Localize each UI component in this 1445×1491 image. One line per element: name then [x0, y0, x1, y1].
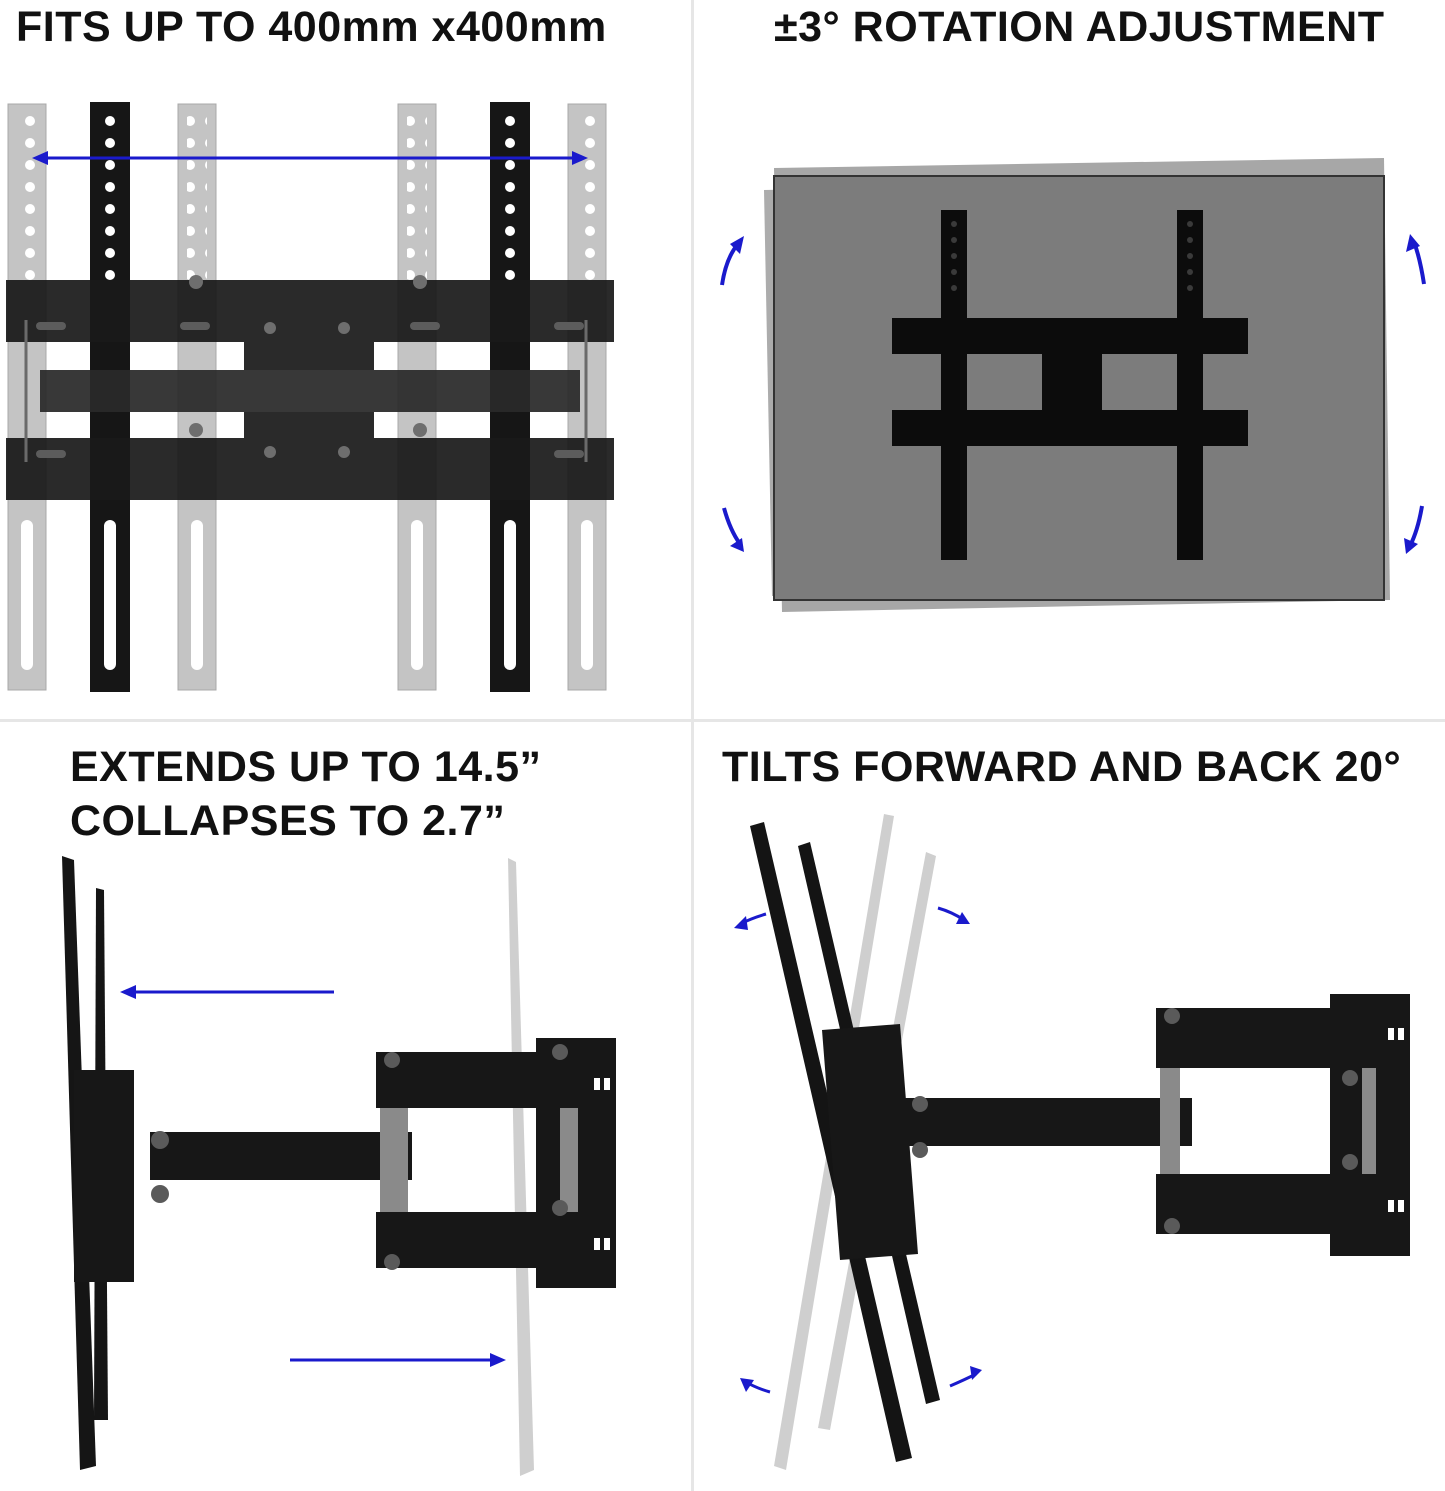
- arm-posts: [1160, 1068, 1376, 1174]
- extension-illustration: [62, 856, 616, 1476]
- slide-arrow-icon: [120, 985, 506, 1367]
- panel-heading-line1: EXTENDS UP TO 14.5”: [70, 743, 542, 791]
- panel-vesa-size: FITS UP TO 400mm x400mm: [0, 0, 692, 720]
- extension-arm: [74, 1038, 616, 1288]
- arm-posts: [380, 1108, 578, 1212]
- panel-heading: TILTS FORWARD AND BACK 20°: [722, 743, 1402, 791]
- ghost-rail-holes: [17, 110, 597, 670]
- double-arrow-icon: [32, 151, 588, 165]
- arm-bolts: [151, 1044, 568, 1270]
- side-posts: [24, 320, 588, 462]
- arm-bolts: [912, 1008, 1358, 1234]
- bracket-bolts: [189, 275, 427, 458]
- mount-on-screen: [892, 210, 1248, 560]
- rotation-illustration: [720, 158, 1426, 612]
- horizontal-divider: [0, 719, 1445, 722]
- mount-holes: [951, 221, 1193, 291]
- bracket-slots: [594, 1078, 610, 1250]
- panel-heading: FITS UP TO 400mm x400mm: [16, 3, 607, 51]
- panel-heading-line2: COLLAPSES TO 2.7”: [70, 797, 506, 845]
- bracket-slots: [1388, 1028, 1404, 1212]
- tilt-illustration: [734, 814, 1410, 1470]
- bracket-bars: [6, 280, 614, 500]
- panel-tilt: TILTS FORWARD AND BACK 20°: [694, 722, 1445, 1491]
- bracket-slots: [36, 322, 584, 458]
- rotate-arrow-heads: [730, 234, 1420, 554]
- panel-heading: ±3° ROTATION ADJUSTMENT: [774, 3, 1385, 51]
- dark-rail-holes: [100, 108, 520, 670]
- panel-extension: EXTENDS UP TO 14.5” COLLAPSES TO 2.7”: [0, 722, 692, 1491]
- vertical-divider: [691, 0, 694, 1491]
- tilt-arrow-heads: [734, 912, 982, 1392]
- wall-mount-front-illustration: [6, 102, 614, 692]
- tilt-arm: [822, 994, 1410, 1260]
- ghost-tv: [508, 858, 534, 1476]
- panel-rotation: ±3° ROTATION ADJUSTMENT: [694, 0, 1445, 720]
